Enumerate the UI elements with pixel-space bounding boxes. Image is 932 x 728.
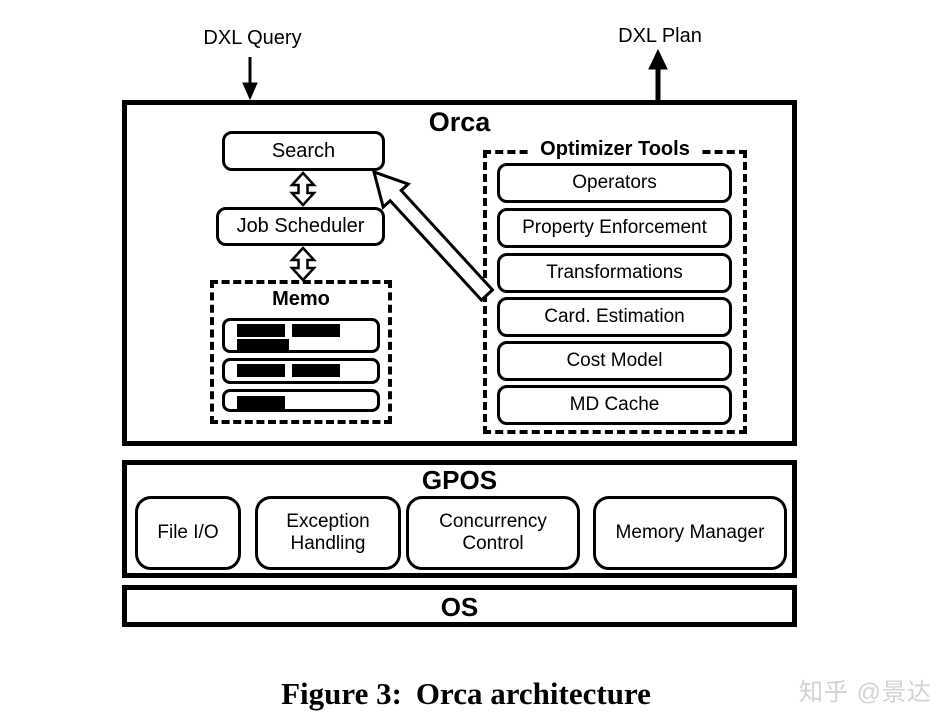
gpos-exception-handling: Exception Handling: [255, 496, 401, 570]
memo-plan-bar: [292, 324, 340, 337]
gpos-memory-manager: Memory Manager: [593, 496, 787, 570]
memo-group-3: [222, 389, 380, 412]
search-box: Search: [222, 131, 385, 171]
job-scheduler-box: Job Scheduler: [216, 207, 385, 246]
gpos-concurrency-control: Concurrency Control: [406, 496, 580, 570]
dxl-query-arrow: [242, 57, 258, 101]
os-box: OS: [122, 585, 797, 627]
figure-caption: Figure 3: Orca architecture: [0, 676, 932, 712]
optimizer-tools-title: Optimizer Tools: [530, 138, 700, 161]
os-title: OS: [440, 592, 479, 622]
optimizer-tool-cost-model: Cost Model: [497, 341, 732, 381]
optimizer-tool-operators: Operators: [497, 163, 732, 203]
figure-caption-label: Figure 3:: [281, 676, 402, 711]
optimizer-tool-transformations: Transformations: [497, 253, 732, 293]
gpos-file-io: File I/O: [135, 496, 241, 570]
memo-title: Memo: [272, 288, 330, 310]
orca-box: Orca Search Job Scheduler Memo Optimizer…: [122, 100, 797, 446]
optimizer-tool-card-estimation: Card. Estimation: [497, 297, 732, 337]
memo-box: Memo: [210, 280, 392, 424]
memo-group-1: [222, 318, 380, 353]
optimizer-tool-md-cache: MD Cache: [497, 385, 732, 425]
watermark-text: 知乎 @景达: [798, 679, 932, 706]
gpos-title: GPOS: [421, 465, 498, 495]
gpos-box: GPOS File I/O Exception Handling Concurr…: [122, 460, 797, 578]
figure-caption-title: Orca architecture: [415, 676, 651, 711]
memo-plan-bar: [237, 364, 285, 377]
memo-plan-bar: [292, 364, 340, 377]
optimizer-tool-property-enforcement: Property Enforcement: [497, 208, 732, 248]
optimizer-tools-box: Optimizer Tools Operators Property Enfor…: [483, 138, 747, 434]
memo-plan-bar: [237, 396, 285, 409]
memo-group-2: [222, 358, 380, 384]
dxl-plan-arrow: [648, 48, 668, 100]
dxl-plan-label: DXL Plan: [618, 25, 702, 47]
memo-plan-bar: [237, 339, 289, 352]
orca-title: Orca: [428, 107, 491, 137]
memo-plan-bar: [237, 324, 285, 337]
dxl-query-label: DXL Query: [203, 27, 302, 49]
